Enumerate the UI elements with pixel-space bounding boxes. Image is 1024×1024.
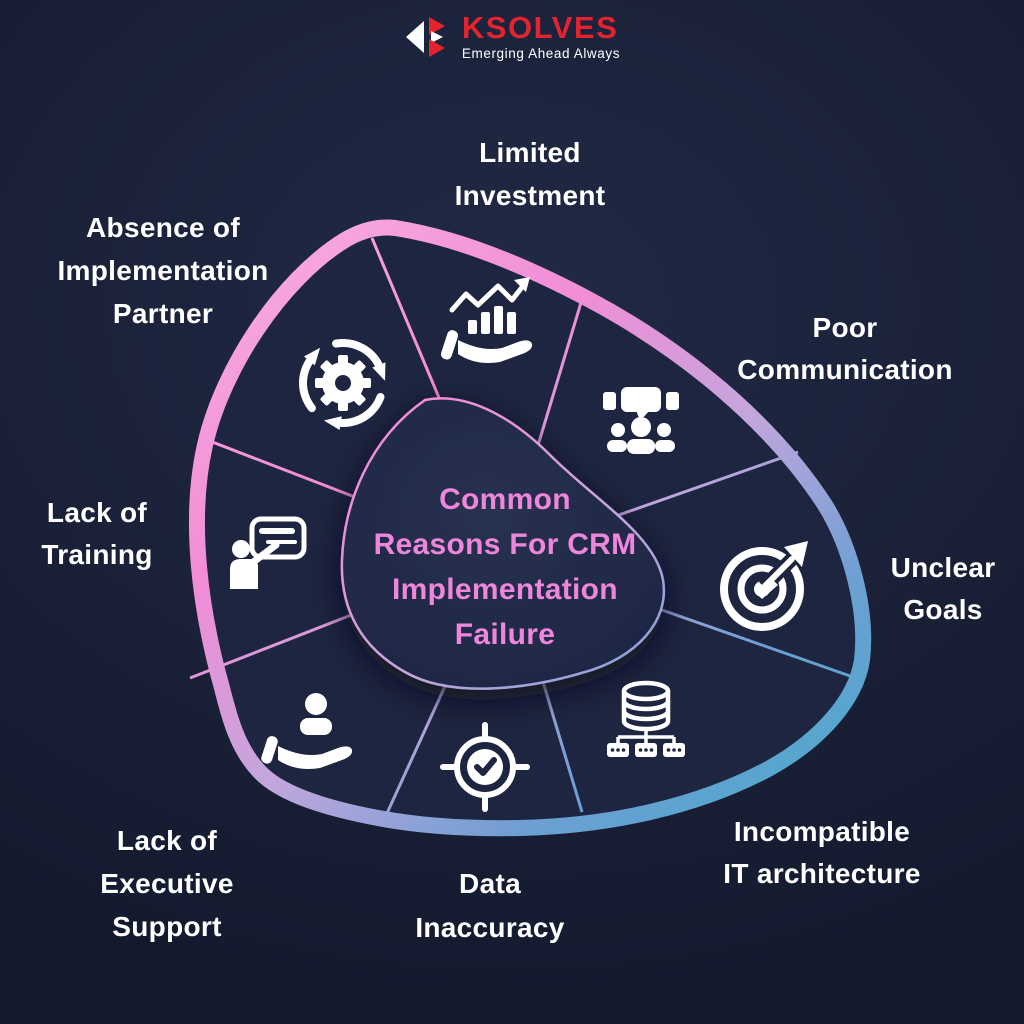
center-title-line: Implementation (392, 573, 618, 606)
reason-label-line: Poor (813, 312, 878, 343)
center-title-line: Reasons For CRM (374, 528, 637, 561)
reason-label-line: Incompatible (734, 816, 910, 847)
reason-label-line: Implementation (57, 255, 268, 286)
reason-label-line: Communication (737, 354, 952, 385)
database-network-icon (607, 680, 685, 757)
brand-name: KSOLVES (461, 10, 619, 45)
label-incompatible-it-architecture: Incompatible IT architecture (723, 816, 920, 889)
hand-person-icon (261, 693, 353, 769)
reason-label-line: Lack of (117, 825, 218, 856)
ksolves-triangles-logo-icon (405, 16, 445, 57)
center-blob (340, 397, 666, 690)
label-poor-communication: Poor Communication (737, 312, 952, 385)
label-absence-of-implementation-partner: Absence of Implementation Partner (57, 212, 268, 329)
reason-label-line: Partner (113, 298, 213, 329)
reason-label-line: Absence of (86, 212, 240, 243)
center-title-line: Failure (455, 618, 555, 651)
reason-label-line: Executive (100, 868, 233, 899)
hand-growth-chart-icon (440, 277, 533, 363)
target-check-icon (440, 722, 530, 812)
reason-label-line: Data (459, 868, 521, 899)
team-discussion-icon (603, 387, 679, 454)
reason-label-line: Limited (479, 137, 581, 168)
reason-label-line: Lack of (47, 497, 148, 528)
reason-label-line: IT architecture (723, 858, 920, 889)
reason-label-line: Investment (455, 180, 606, 211)
reason-label-line: Unclear (891, 552, 996, 583)
label-lack-of-training: Lack of Training (41, 497, 152, 570)
center-title: Common Reasons For CRM Implementation Fa… (374, 483, 637, 651)
center-title-line: Common (439, 483, 571, 516)
reason-label-line: Inaccuracy (415, 912, 564, 943)
target-dart-icon (720, 541, 808, 631)
label-lack-of-executive-support: Lack of Executive Support (100, 825, 233, 942)
label-unclear-goals: Unclear Goals (891, 552, 996, 625)
gear-cycle-icon (299, 339, 387, 431)
label-limited-investment: Limited Investment (455, 137, 606, 211)
presenter-board-icon (230, 516, 307, 589)
logo: KSOLVES Emerging Ahead Always (0, 12, 1024, 61)
reason-label-line: Training (41, 539, 152, 570)
label-data-inaccuracy: Data Inaccuracy (415, 868, 564, 943)
brand-tagline: Emerging Ahead Always (461, 46, 621, 61)
reason-label-line: Support (112, 911, 221, 942)
reason-label-line: Goals (903, 594, 982, 625)
logo-text: KSOLVES Emerging Ahead Always (462, 12, 620, 61)
